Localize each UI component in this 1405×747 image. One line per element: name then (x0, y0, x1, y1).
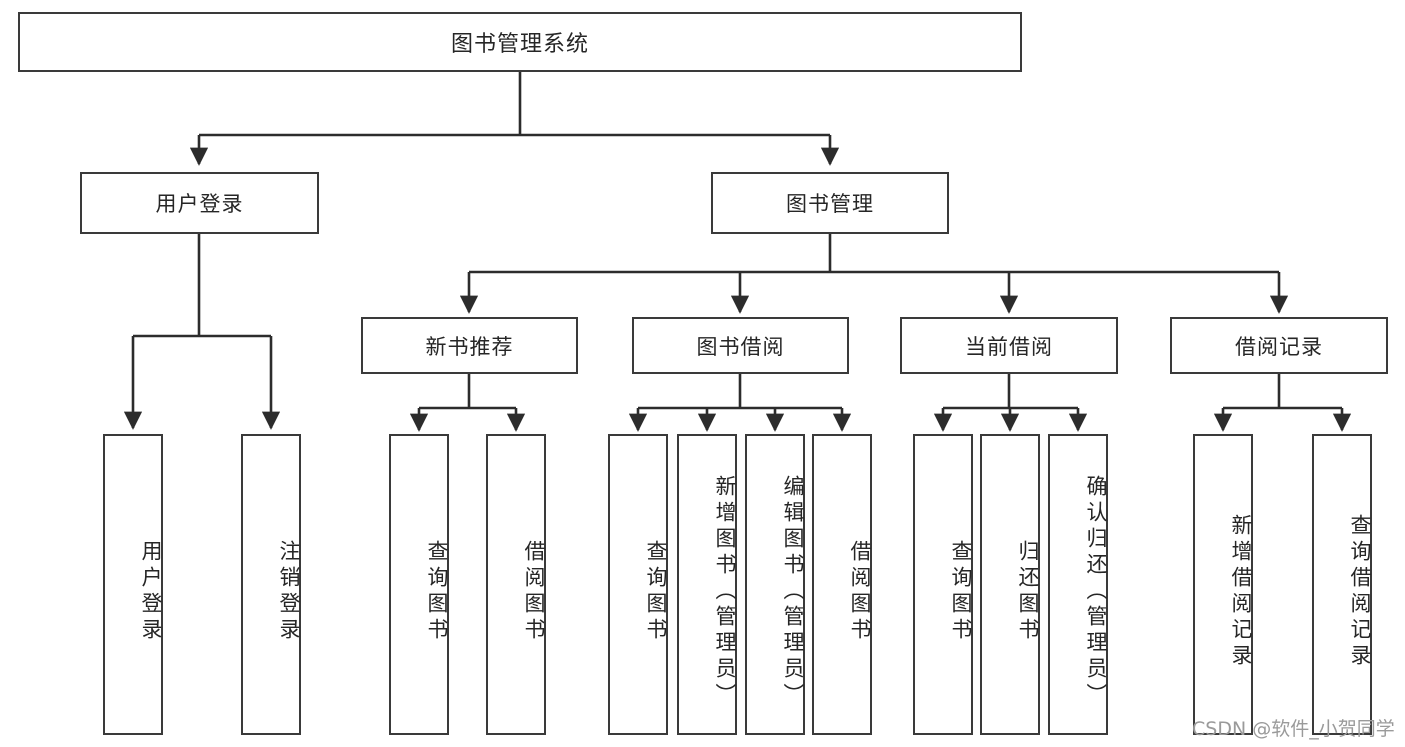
leaf-borrow-book[interactable]: 借阅图书 (812, 434, 872, 735)
node-label: 图书管理系统 (450, 32, 589, 57)
node-label: 借阅记录 (1235, 334, 1323, 359)
node-label: 注销登录 (277, 539, 301, 644)
leaf-confirm-return-admin[interactable]: 确认归还（管理员） (1048, 434, 1108, 735)
node-user-login[interactable]: 用户登录 (80, 172, 319, 234)
node-label: 用户登录 (155, 192, 244, 216)
node-borrow-record[interactable]: 借阅记录 (1170, 317, 1388, 374)
node-new-book-recommend[interactable]: 新书推荐 (361, 317, 578, 374)
leaf-return-book[interactable]: 归还图书 (980, 434, 1040, 735)
node-label: 借阅图书 (522, 539, 546, 644)
node-label: 图书借阅 (696, 334, 785, 359)
leaf-add-borrow-record[interactable]: 新增借阅记录 (1193, 434, 1253, 735)
node-label: 图书管理 (786, 192, 874, 216)
node-label: 查询图书 (425, 539, 449, 644)
leaf-logout[interactable]: 注销登录 (241, 434, 301, 735)
node-label: 用户登录 (139, 539, 163, 644)
csdn-watermark: CSDN @软件_小贺同学 (1192, 718, 1395, 740)
node-label: 新增图书（管理员） (713, 474, 737, 709)
node-current-borrow[interactable]: 当前借阅 (900, 317, 1118, 374)
node-label: 查询借阅记录 (1348, 513, 1372, 670)
node-label: 新增借阅记录 (1229, 513, 1253, 670)
leaf-query-book-current[interactable]: 查询图书 (913, 434, 973, 735)
node-label: 编辑图书（管理员） (781, 474, 805, 709)
node-label: 查询图书 (644, 539, 668, 644)
leaf-query-book-borrow[interactable]: 查询图书 (608, 434, 668, 735)
node-book-borrow[interactable]: 图书借阅 (632, 317, 849, 374)
node-label: 确认归还（管理员） (1084, 474, 1108, 709)
leaf-user-login[interactable]: 用户登录 (103, 434, 163, 735)
node-label: 新书推荐 (425, 334, 514, 359)
leaf-borrow-book-recommend[interactable]: 借阅图书 (486, 434, 546, 735)
leaf-edit-book-admin[interactable]: 编辑图书（管理员） (745, 434, 805, 735)
node-root-system[interactable]: 图书管理系统 (18, 12, 1022, 72)
leaf-add-book-admin[interactable]: 新增图书（管理员） (677, 434, 737, 735)
node-label: 查询图书 (949, 539, 973, 644)
node-label: 借阅图书 (848, 539, 872, 644)
node-label: 当前借阅 (965, 334, 1053, 359)
leaf-query-borrow-record[interactable]: 查询借阅记录 (1312, 434, 1372, 735)
node-label: 归还图书 (1016, 539, 1040, 644)
node-book-management[interactable]: 图书管理 (711, 172, 949, 234)
leaf-query-book-recommend[interactable]: 查询图书 (389, 434, 449, 735)
